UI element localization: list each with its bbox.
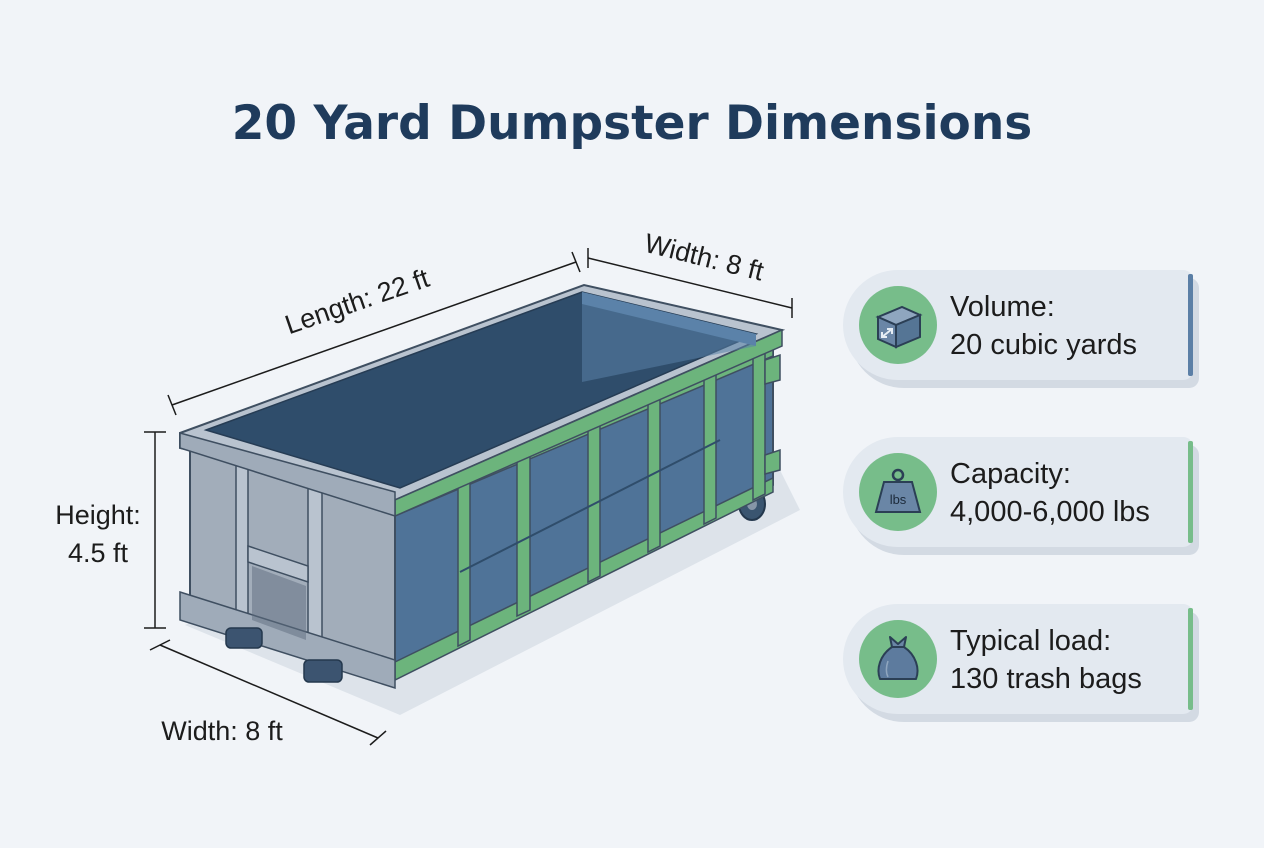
spec-value: 4,000-6,000 lbs <box>950 496 1150 528</box>
width-top-dimension-line <box>587 248 793 318</box>
trash-bag-icon <box>859 620 937 698</box>
spec-text: Typical load: 130 trash bags <box>950 622 1142 698</box>
spec-card-typical-load: Typical load: 130 trash bags <box>843 604 1193 714</box>
width-bottom-dimension-line <box>149 639 387 746</box>
card-accent-stripe <box>1188 608 1193 710</box>
front-skid-right <box>303 659 343 683</box>
front-skid-left <box>225 627 263 649</box>
height-label-line1: Height: <box>55 500 141 530</box>
width-bottom-label: Width: 8 ft <box>161 716 283 746</box>
spec-text: Volume: 20 cubic yards <box>950 288 1137 364</box>
length-dimension-line <box>167 251 581 416</box>
card-accent-stripe <box>1188 441 1193 543</box>
door-opening <box>252 566 306 640</box>
spec-label: Capacity: <box>950 458 1071 490</box>
spec-value: 20 cubic yards <box>950 329 1137 361</box>
spec-label: Volume: <box>950 291 1055 323</box>
spec-label: Typical load: <box>950 625 1112 657</box>
card-accent-stripe <box>1188 274 1193 376</box>
cube-icon <box>859 286 937 364</box>
height-dimension-line <box>144 431 166 629</box>
height-label-line2: 4.5 ft <box>68 538 129 568</box>
spec-value: 130 trash bags <box>950 663 1142 695</box>
length-label: Length: 22 ft <box>281 263 433 340</box>
page-title: 20 Yard Dumpster Dimensions <box>231 96 1033 151</box>
width-top-label: Width: 8 ft <box>642 228 768 287</box>
spec-text: Capacity: 4,000-6,000 lbs <box>950 455 1150 531</box>
weight-icon-label: lbs <box>890 492 907 507</box>
spec-card-volume: Volume: 20 cubic yards <box>843 270 1193 380</box>
spec-card-capacity: lbs Capacity: 4,000-6,000 lbs <box>843 437 1193 547</box>
weight-icon: lbs <box>859 453 937 531</box>
